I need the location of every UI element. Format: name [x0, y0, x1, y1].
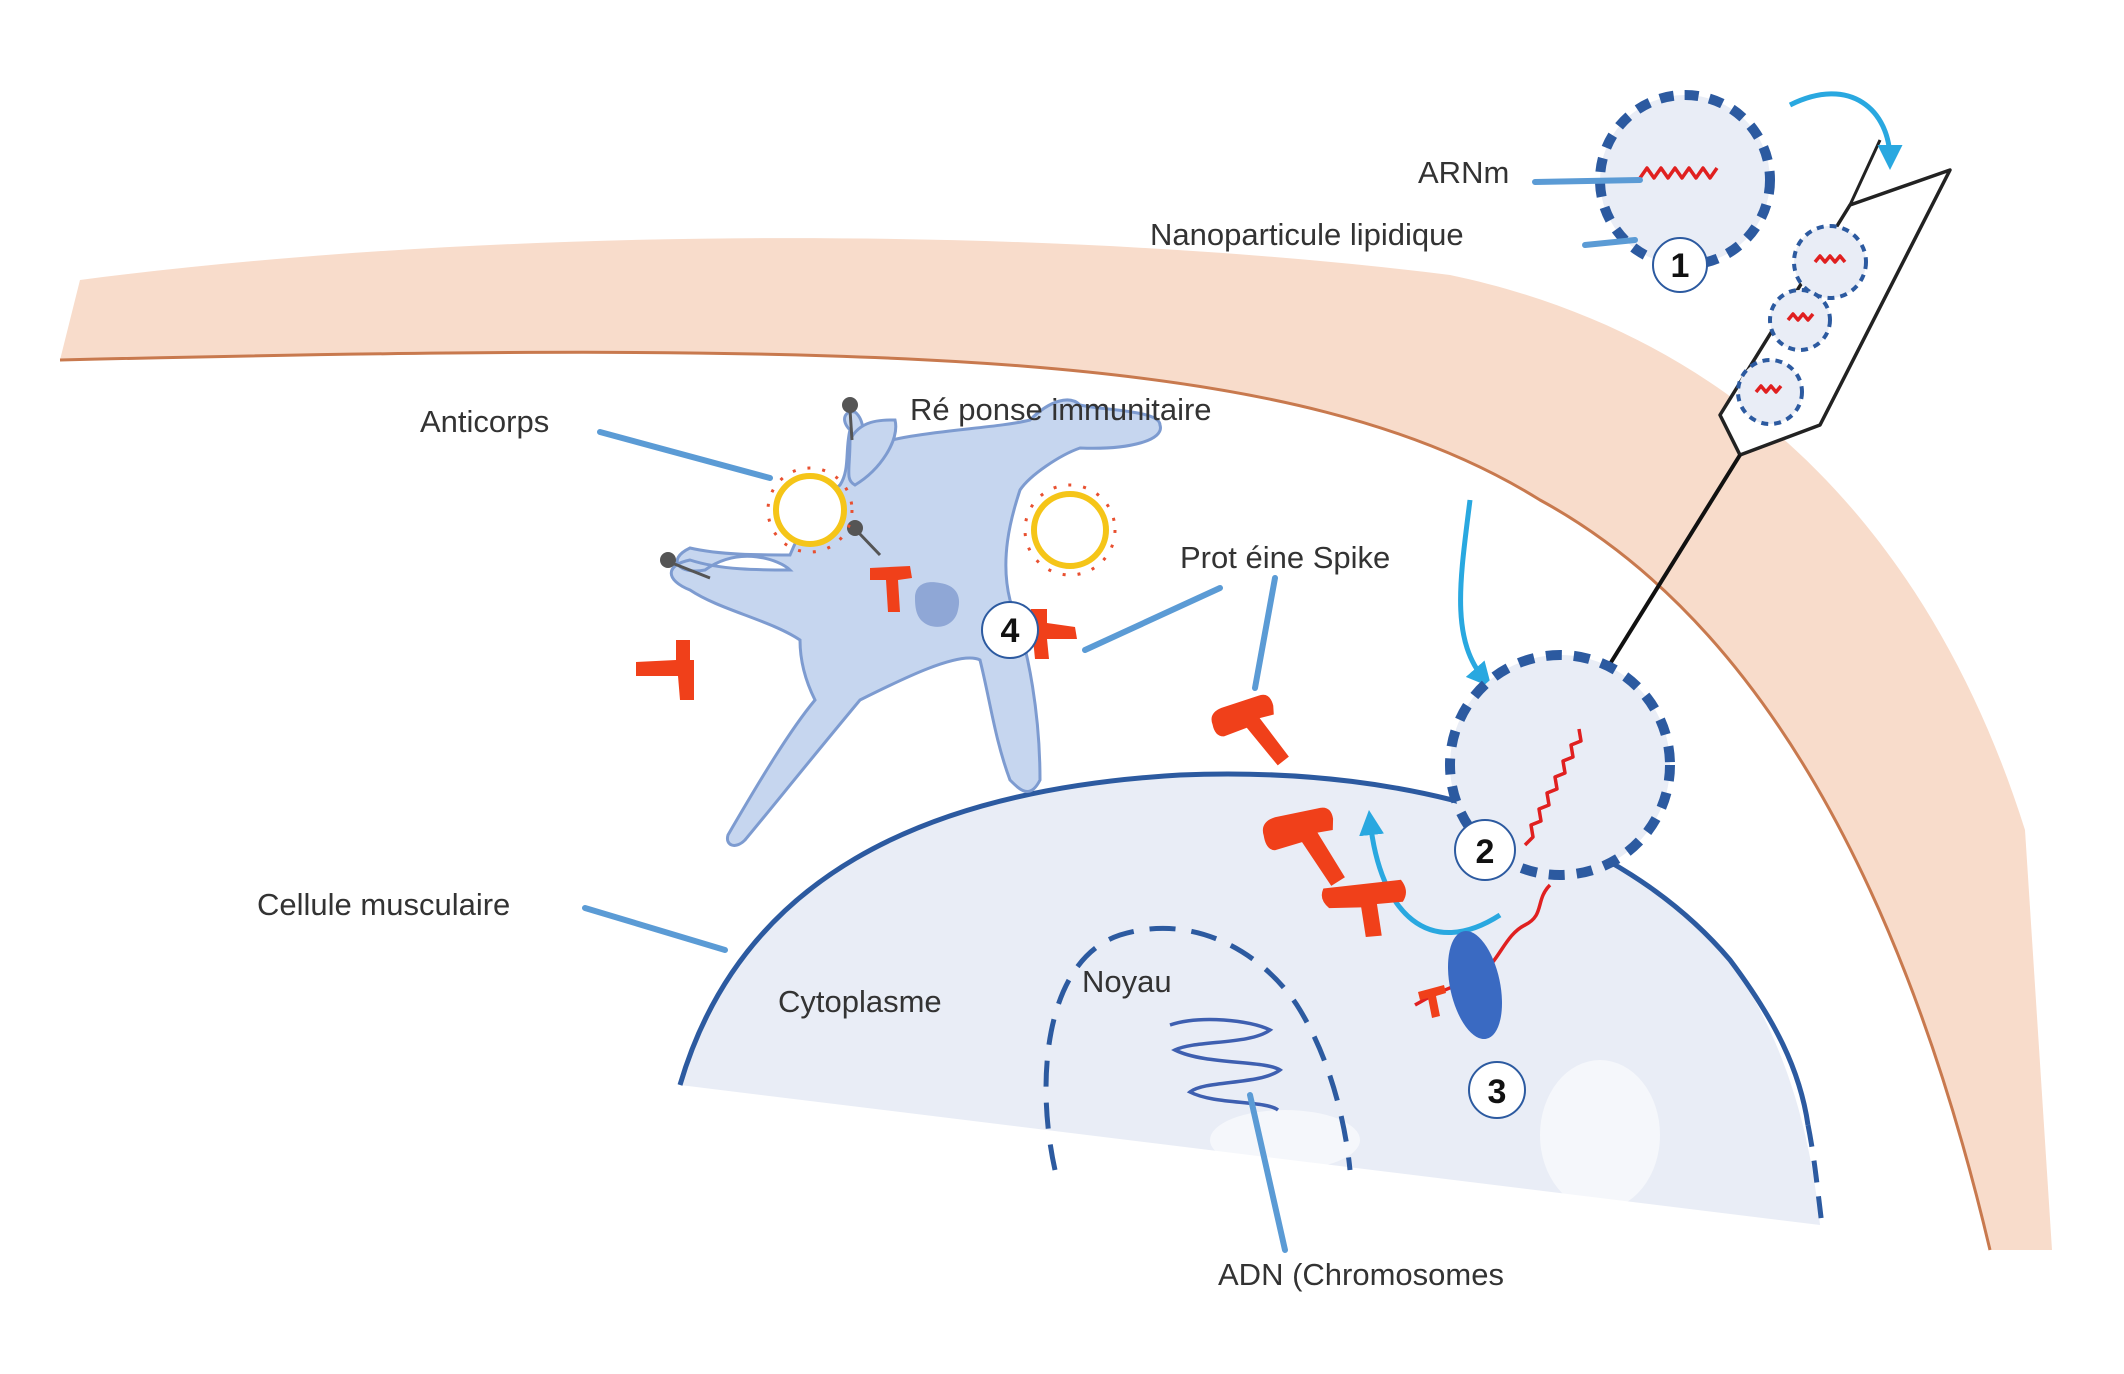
syringe: [1598, 139, 1952, 682]
step-2-number: 2: [1476, 833, 1495, 871]
process-arrows: [1359, 91, 1903, 935]
virus-1-spikes: [766, 466, 854, 554]
syringe-mrna: [1813, 254, 1847, 264]
spike-protein: [1009, 609, 1077, 659]
muscle-cell-body: [680, 773, 1820, 1225]
virus-2: [1031, 491, 1109, 569]
tissue-band-inner-edge: [59, 350, 1992, 1251]
leader-antibodies: [597, 429, 773, 481]
syringe-mrna: [1786, 312, 1815, 322]
virus-particles: [766, 466, 1117, 577]
new-spike-protein: [1418, 985, 1446, 1018]
nucleus-membrane-dashed: [1043, 925, 1353, 1171]
nanoparticle-shell: [1445, 650, 1675, 880]
syringe-plunger-cap: [1848, 139, 1882, 206]
leader-spike-left: [1082, 585, 1223, 653]
label-immune-response: Ré ponse immunitaire: [910, 392, 1212, 427]
immune-cell: [660, 397, 1162, 847]
step-1-number: 1: [1671, 247, 1690, 285]
label-nucleus: Noyau: [1082, 964, 1172, 999]
tissue-layer: [59, 238, 2052, 1251]
tissue-band: [60, 238, 2052, 1251]
muscle-cell-membrane: [677, 771, 1811, 1126]
step-markers: 1 2 3 4: [981, 237, 1708, 1119]
arrow-into-cell: [1458, 499, 1492, 688]
spike-proteins: [636, 609, 1406, 938]
syringe-mrna: [1754, 384, 1783, 394]
spike-protein: [1321, 879, 1406, 938]
dendritic-arm: [847, 418, 898, 487]
nanoparticle-mrna: [1523, 728, 1583, 847]
leader-lines: [582, 177, 1643, 1253]
muscle-cell-membrane-dashed: [1805, 1124, 1825, 1226]
dna-chromosomes: [1169, 1017, 1284, 1112]
syringe-needle: [1598, 453, 1742, 682]
receptor: [660, 552, 676, 568]
virus-2-spikes: [1023, 483, 1117, 577]
syringe-nanoparticle: [1736, 358, 1804, 426]
syringe-nanoparticle: [1792, 224, 1868, 300]
cell-highlight: [1540, 1060, 1660, 1210]
internal-spike-protein: [870, 566, 912, 612]
step-3: 3: [1468, 1061, 1526, 1119]
virus-1: [773, 473, 847, 547]
label-antibodies: Anticorps: [420, 404, 549, 439]
leader-nanoparticle: [1582, 237, 1638, 248]
mrna-strand: [1414, 883, 1552, 1007]
arrow-mrna-to-spike: [1359, 810, 1502, 935]
leader-arnm: [1532, 177, 1643, 185]
label-dna: ADN (Chromosomes: [1218, 1257, 1504, 1292]
spike-protein: [1262, 807, 1345, 886]
arrow-into-syringe: [1788, 91, 1903, 170]
dna-coil: [1169, 1017, 1284, 1112]
label-cytoplasm: Cytoplasme: [778, 984, 942, 1019]
label-arnm: ARNm: [1418, 155, 1509, 190]
cell-highlight: [1210, 1110, 1360, 1170]
step-2: 2: [1454, 819, 1516, 881]
spike-protein: [636, 640, 694, 700]
spike-protein: [1211, 694, 1289, 766]
receptor: [842, 397, 858, 413]
antibody-receptors: [660, 397, 882, 580]
leader-muscle-cell: [582, 905, 728, 953]
nucleus-blob: [915, 582, 960, 627]
label-muscle-cell: Cellule musculaire: [257, 887, 510, 922]
step-1: 1: [1652, 237, 1708, 293]
ribosome: [1448, 930, 1502, 1040]
labels: ARNm Nanoparticule lipidique Anticorps R…: [257, 155, 1509, 1292]
leader-dna: [1247, 1092, 1288, 1253]
label-spike-protein: Prot éine Spike: [1180, 540, 1390, 575]
nucleus: [1043, 925, 1353, 1171]
step-3-number: 3: [1488, 1073, 1507, 1111]
lipid-nanoparticle-2: [1445, 650, 1675, 880]
step-4-number: 4: [1001, 612, 1020, 650]
nanoparticle-mrna: [1638, 166, 1719, 180]
muscle-cell: [677, 771, 1825, 1226]
step-4: 4: [981, 601, 1039, 659]
ribosome-translation: [1414, 883, 1552, 1040]
dendritic-cell-body: [669, 398, 1162, 847]
leader-spike-right: [1252, 575, 1278, 691]
label-nanoparticle: Nanoparticule lipidique: [1150, 217, 1464, 252]
